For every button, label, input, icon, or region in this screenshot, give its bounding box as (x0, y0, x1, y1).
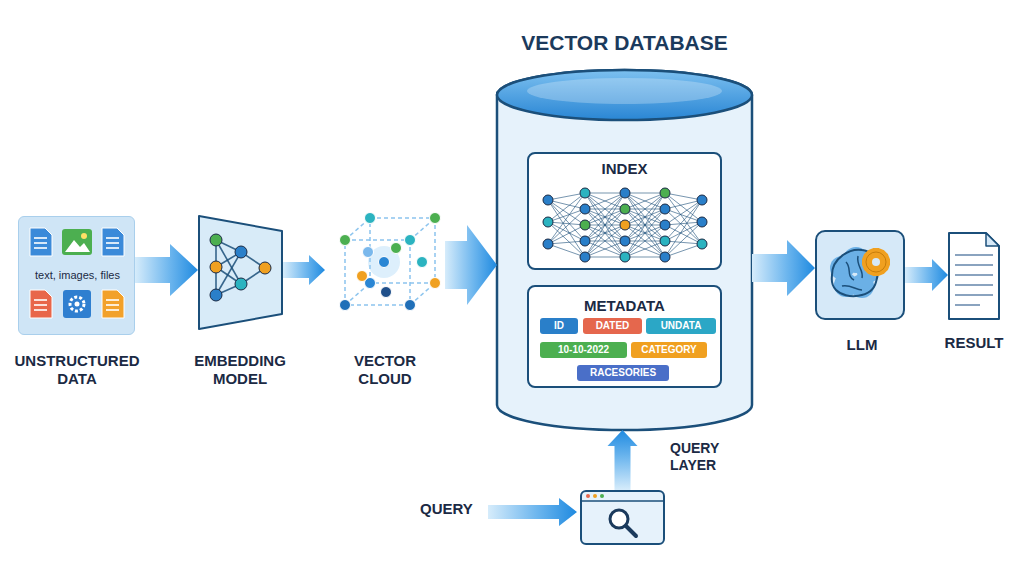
node-label: LLM (812, 336, 912, 354)
vector-point (391, 243, 402, 254)
cube-edge (370, 282, 435, 284)
cube-edge (434, 218, 436, 283)
query-layer-box: QUERY LAYER (580, 490, 665, 545)
vector-glow (368, 246, 400, 278)
index-box: INDEX (527, 152, 722, 270)
data-source-box: text, images, filesUNSTRUCTURED DATA (18, 216, 135, 335)
vector-point (430, 213, 441, 224)
cube-edge (369, 218, 371, 283)
vector-point (430, 278, 441, 289)
flow-arrow (135, 244, 198, 296)
vector-point (340, 300, 351, 311)
tag-text: 10-10-2022 (540, 342, 627, 358)
document-fold (986, 233, 999, 246)
query-input-arrow (488, 498, 577, 526)
cube-edge (410, 218, 435, 240)
tag-text: RACESORIES (577, 365, 669, 381)
cylinder-top (497, 70, 752, 120)
doc-outline (948, 232, 1000, 320)
flow-arrow (445, 225, 497, 305)
vector-point (405, 235, 416, 246)
llm-box: LLM (815, 230, 905, 320)
vector-point (340, 235, 351, 246)
database-cylinder: VECTOR DATABASEINDEXMETADATAIDDATEDUNDAT… (497, 70, 752, 430)
metadata-tag: 10-10-2022 (540, 342, 627, 358)
flow-arrow (752, 240, 815, 296)
vector-point (363, 247, 374, 258)
result-document: RESULT (948, 232, 1000, 320)
cube-edge (344, 240, 346, 305)
cube-edge (410, 283, 435, 305)
tag-text: CATEGORY (631, 342, 707, 358)
metadata-tag: DATED (583, 318, 642, 334)
cube-edge (345, 218, 370, 240)
vector-point (405, 300, 416, 311)
vector-point (417, 257, 428, 268)
vector-cube (340, 213, 441, 311)
embedding-model-box: EMBEDDING MODEL (198, 215, 283, 330)
trapezoid-outline (198, 215, 283, 330)
flow-arrow (905, 259, 948, 291)
metadata-tag: RACESORIES (577, 365, 669, 381)
database-heading: VECTOR DATABASE (477, 30, 772, 55)
document-outline (949, 233, 999, 319)
node-label: RESULT (924, 334, 1024, 352)
vector-point (381, 287, 392, 298)
tag-text: UNDATA (646, 318, 716, 334)
cube-edge (345, 239, 410, 241)
tag-text: ID (540, 318, 578, 334)
cube-edge (370, 217, 435, 219)
section-heading: METADATA (529, 297, 720, 315)
node-label: VECTOR CLOUD (340, 352, 430, 388)
cube-edge (345, 283, 370, 305)
vector-cloud: VECTOR CLOUD (325, 210, 445, 330)
vector-point (365, 213, 376, 224)
content-caption: text, images, files (19, 269, 136, 282)
node-label: EMBEDDING MODEL (180, 352, 300, 388)
metadata-tag: CATEGORY (631, 342, 707, 358)
vector-point (357, 271, 368, 282)
vector-point (365, 278, 376, 289)
vector-point (379, 257, 390, 268)
section-heading: INDEX (529, 160, 720, 178)
flow-arrow (608, 430, 638, 490)
metadata-tag: UNDATA (646, 318, 716, 334)
input-label: QUERY (420, 500, 490, 518)
cube-edge (409, 240, 411, 305)
metadata-box: METADATA ID DATEDUNDATA 10-10-2022CATEGORY R… (527, 285, 722, 388)
tag-text: DATED (583, 318, 642, 334)
node-label: UNSTRUCTURED DATA (2, 352, 152, 388)
node-label: QUERY LAYER (670, 440, 750, 474)
cube-edge (345, 304, 410, 306)
cylinder-highlight (527, 78, 722, 104)
trapezoid-shape (199, 216, 282, 329)
metadata-tag: ID (540, 318, 578, 334)
cylinder-body (497, 70, 752, 430)
flow-arrow (283, 255, 325, 285)
